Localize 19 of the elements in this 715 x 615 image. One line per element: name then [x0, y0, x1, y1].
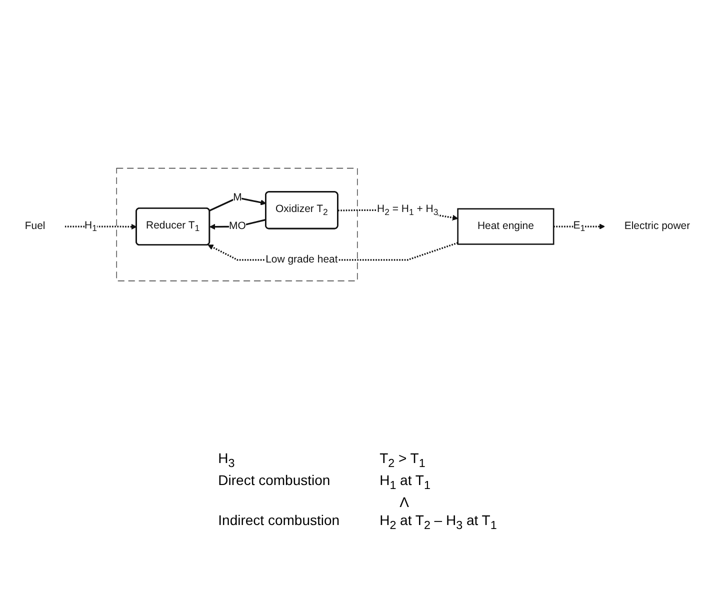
row-label: Direct combustion	[218, 472, 332, 490]
node-text: Fuel	[24, 221, 46, 232]
row-label: Indirect combustion	[218, 512, 340, 530]
edge-label: MO	[229, 221, 246, 232]
edge-label: Low grade heat	[266, 254, 338, 266]
edge-label: H$_{2}$ = H$_{1}$ + H$_{3}$	[377, 204, 438, 218]
formula: H$_{1}$ at T$_{1}$	[380, 472, 432, 492]
arrow	[554, 224, 605, 230]
label: T$_{2}$ > T$_{1}$	[380, 450, 426, 470]
edge-label: H$_{1}$	[84, 220, 97, 234]
node-box: Heat engine	[457, 208, 554, 246]
edge-label: E$_{1}$	[573, 220, 586, 234]
formula: H$_{2}$ at T$_{2}$ – H$_{3}$ at T$_{1}$	[380, 512, 497, 532]
arrow	[64, 224, 137, 230]
cluster	[116, 168, 358, 282]
comparison-sign: Λ	[398, 494, 410, 510]
edge-label: M	[233, 192, 242, 204]
node-text: Electric power	[624, 221, 690, 232]
label: H$_{3}$	[218, 450, 236, 470]
